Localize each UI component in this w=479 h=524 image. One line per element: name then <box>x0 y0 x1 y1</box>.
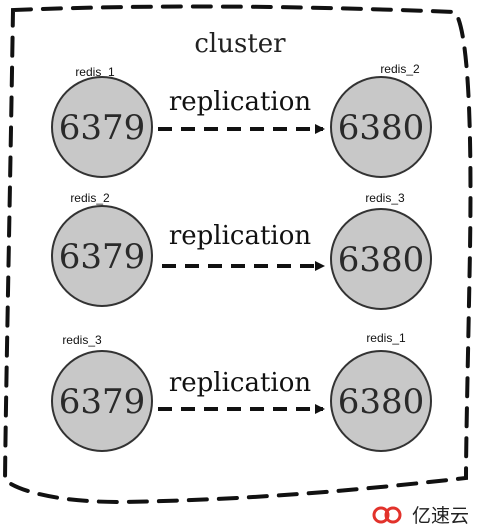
target-node-circle <box>330 208 432 310</box>
target-node-circle <box>330 350 432 452</box>
source-node-circle <box>51 350 153 452</box>
replication-row-1: redis_1 6379 replication redis_2 6380 <box>51 62 432 178</box>
target-node-label: redis_3 <box>365 191 405 205</box>
source-node-label: redis_2 <box>70 191 110 205</box>
replication-label: replication <box>169 87 312 117</box>
target-node-port: 6380 <box>338 240 425 280</box>
source-node-port: 6379 <box>59 382 146 422</box>
source-node-circle <box>51 205 153 307</box>
replication-row-3: redis_3 6379 replication redis_1 6380 <box>51 331 432 452</box>
target-node-label: redis_2 <box>380 62 420 76</box>
watermark-text: 亿速云 <box>412 505 469 524</box>
cluster-title: cluster <box>194 29 286 59</box>
source-node-circle <box>51 76 153 178</box>
source-node-label: redis_1 <box>75 65 115 79</box>
target-node-port: 6380 <box>338 382 425 422</box>
source-node-port: 6379 <box>59 108 146 148</box>
watermark: 亿速云 <box>372 505 469 524</box>
replication-label: replication <box>169 368 312 398</box>
source-node-label: redis_3 <box>62 333 102 347</box>
yisu-cloud-logo-icon <box>372 506 402 524</box>
target-node-port: 6380 <box>338 108 425 148</box>
cluster-border <box>2 4 473 505</box>
target-node-label: redis_1 <box>366 331 406 345</box>
replication-label: replication <box>169 221 312 251</box>
source-node-port: 6379 <box>59 237 146 277</box>
replication-row-2: redis_2 6379 replication redis_3 6380 <box>51 191 432 310</box>
target-node-circle <box>330 76 432 178</box>
